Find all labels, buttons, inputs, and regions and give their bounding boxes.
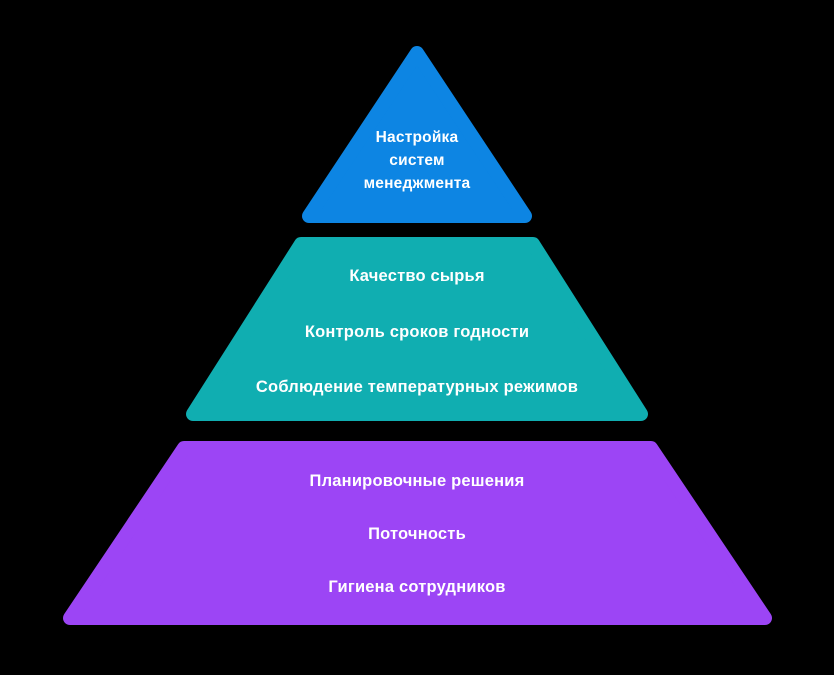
pyramid-tier-middle-shape[interactable] <box>186 237 648 421</box>
pyramid-tier-top-shape[interactable] <box>302 46 532 223</box>
pyramid-tier-bottom-shape[interactable] <box>63 441 772 625</box>
